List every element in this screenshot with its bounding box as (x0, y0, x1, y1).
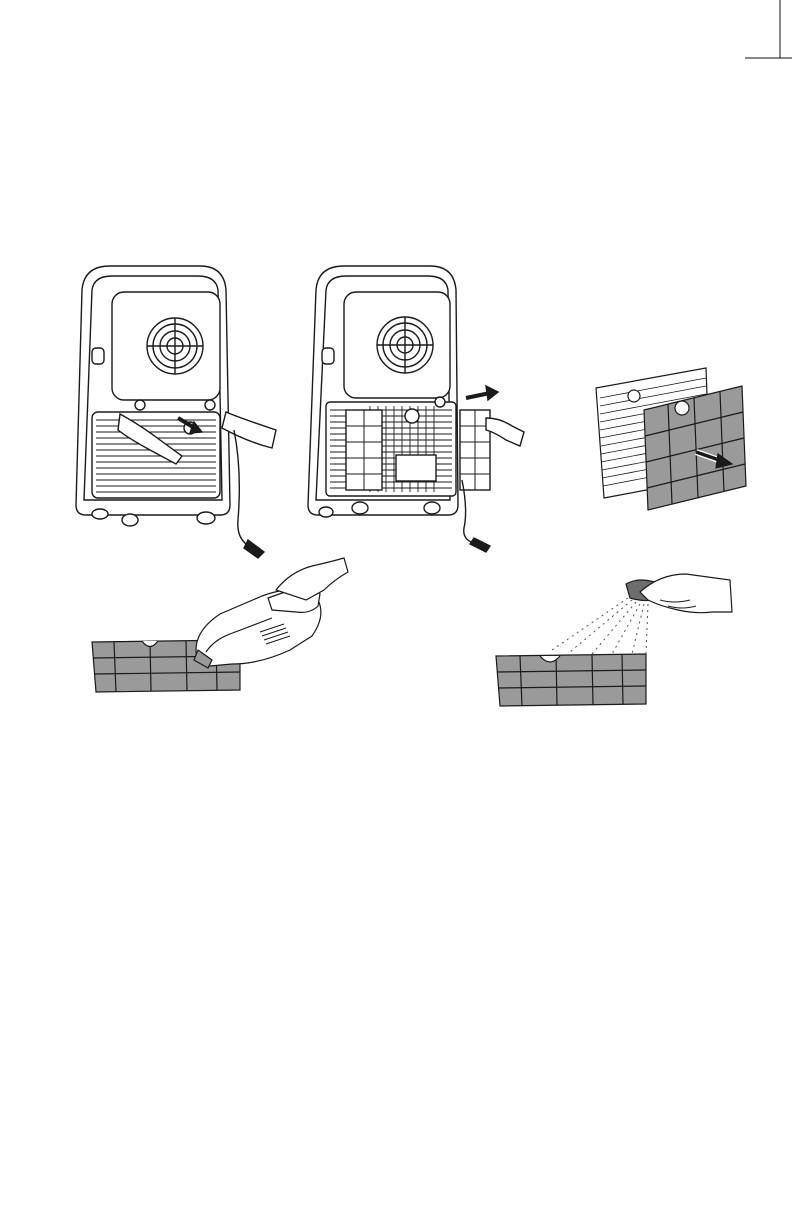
step-4-vacuum-illustration (92, 558, 348, 692)
corner-cut-mark (745, 0, 792, 58)
step-2-unit-illustration (308, 266, 524, 552)
water-spray (552, 598, 648, 654)
fan-icon (377, 317, 433, 373)
step-5-rinse-illustration (496, 574, 732, 706)
step-3-filter-frame-illustration (596, 368, 746, 510)
step-1-unit-illustration (76, 266, 276, 558)
fan-icon (147, 318, 203, 374)
